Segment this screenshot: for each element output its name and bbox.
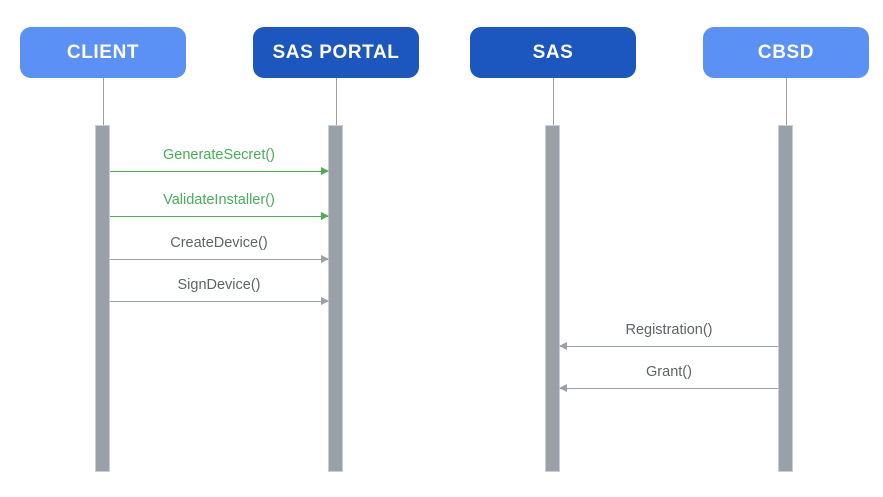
message-line-generate-secret bbox=[110, 171, 328, 172]
message-line-grant bbox=[560, 388, 778, 389]
arrow-head-left-registration bbox=[559, 342, 567, 350]
lifeline-stem-cbsd bbox=[786, 78, 787, 125]
lifeline-stem-sas bbox=[553, 78, 554, 125]
participant-box-sas[interactable]: SAS bbox=[470, 27, 636, 78]
lifeline-stem-client bbox=[103, 78, 104, 125]
message-line-create-device bbox=[110, 259, 328, 260]
participant-box-client[interactable]: CLIENT bbox=[20, 27, 186, 78]
arrow-head-left-grant bbox=[559, 384, 567, 392]
activation-bar-client bbox=[95, 125, 110, 472]
message-label-registration: Registration() bbox=[625, 321, 713, 338]
lifeline-stem-sas-portal bbox=[336, 78, 337, 125]
message-line-registration bbox=[560, 346, 778, 347]
arrow-head-right-validate-installer bbox=[321, 212, 329, 220]
arrow-head-right-sign-device bbox=[321, 297, 329, 305]
participant-box-sas-portal[interactable]: SAS PORTAL bbox=[253, 27, 419, 78]
arrow-head-right-generate-secret bbox=[321, 167, 329, 175]
activation-bar-cbsd bbox=[778, 125, 793, 472]
message-line-validate-installer bbox=[110, 216, 328, 217]
arrow-head-right-create-device bbox=[321, 255, 329, 263]
message-label-generate-secret: GenerateSecret() bbox=[162, 146, 276, 163]
activation-bar-sas bbox=[545, 125, 560, 472]
activation-bar-sas-portal bbox=[328, 125, 343, 472]
participant-box-cbsd[interactable]: CBSD bbox=[703, 27, 869, 78]
message-label-grant: Grant() bbox=[646, 363, 692, 380]
message-label-create-device: CreateDevice() bbox=[170, 234, 268, 251]
message-label-validate-installer: ValidateInstaller() bbox=[163, 191, 275, 208]
message-line-sign-device bbox=[110, 301, 328, 302]
message-label-sign-device: SignDevice() bbox=[177, 276, 261, 293]
